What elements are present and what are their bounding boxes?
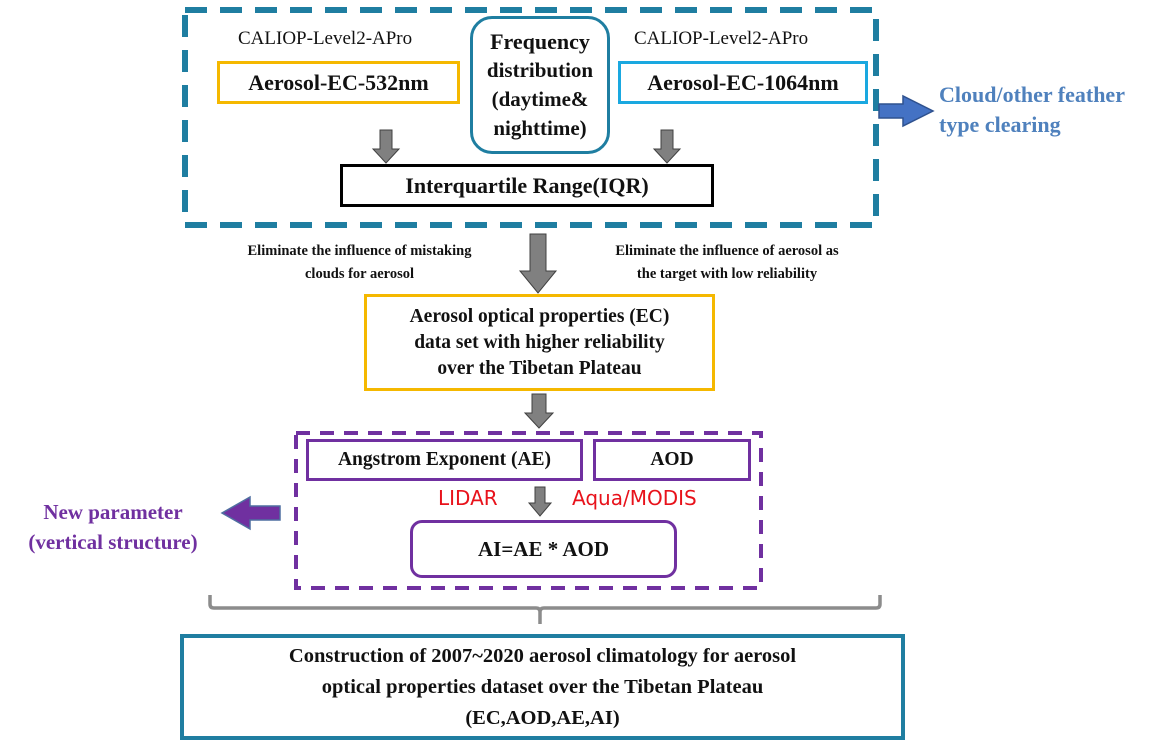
cloud-clearing-line: type clearing [939,112,1061,137]
arrow-down-icon [523,393,555,429]
arrow-down-icon [371,129,401,164]
arrow-down-icon [518,233,558,294]
dataset-line: Aerosol optical properties (EC) [409,305,670,327]
eliminate-right-line: Eliminate the influence of aerosol as [615,243,839,259]
aod-label: AOD [650,449,694,470]
final-construction-box: Construction of 2007~2020 aerosol climat… [180,634,905,740]
final-line: (EC,AOD,AE,AI) [465,706,620,729]
lidar-label: LIDAR [438,486,498,510]
new-parameter-line: New parameter [43,500,183,524]
aerosol-ec-1064-box: Aerosol-EC-1064nm [618,61,868,104]
arrow-right-icon [878,94,935,128]
arrow-down-icon [527,486,553,517]
angstrom-exponent-box: Angstrom Exponent (AE) [306,439,583,481]
aerosol-ec-532-box: Aerosol-EC-532nm [217,61,460,104]
eliminate-right-line: the target with low reliability [636,266,818,282]
arrow-left-icon [220,495,281,531]
aerosol-ec-1064-label: Aerosol-EC-1064nm [647,69,839,95]
frequency-line: nighttime) [493,116,587,140]
arrow-down-icon [652,129,682,164]
new-parameter-line: (vertical structure) [28,530,198,554]
dataset-line: data set with higher reliability [414,331,665,353]
ai-formula-box: AI=AE * AOD [410,520,677,578]
parameter-dashed-frame [294,431,763,590]
dataset-box: Aerosol optical properties (EC) data set… [364,294,715,391]
aerosol-ec-532-label: Aerosol-EC-532nm [248,69,429,95]
bracket-brace [208,595,882,624]
dataset-line: over the Tibetan Plateau [437,357,642,379]
angstrom-exponent-label: Angstrom Exponent (AE) [337,449,552,470]
frequency-line: distribution [486,58,594,82]
iqr-box: Interquartile Range(IQR) [340,164,714,207]
final-line: optical properties dataset over the Tibe… [321,675,764,698]
frequency-line: Frequency [490,29,590,54]
ai-formula-label: AI=AE * AOD [478,536,609,561]
source-label-right: CALIOP-Level2-APro [634,28,809,49]
final-line: Construction of 2007~2020 aerosol climat… [288,644,797,667]
frequency-distribution-box: Frequency distribution (daytime& nightti… [470,16,610,154]
eliminate-note-left: Eliminate the influence of mistaking clo… [203,240,516,286]
eliminate-note-right: Eliminate the influence of aerosol as th… [568,240,886,286]
aod-box: AOD [593,439,751,481]
new-parameter-note: New parameter (vertical structure) [8,497,218,557]
modis-label: Aqua/MODIS [572,486,697,510]
iqr-label: Interquartile Range(IQR) [405,172,649,198]
cloud-clearing-line: Cloud/other feather [939,82,1125,107]
cloud-clearing-note: Cloud/other feather type clearing [939,80,1125,140]
eliminate-left-line: Eliminate the influence of mistaking [247,243,472,259]
frequency-line: (daytime& [491,87,589,111]
eliminate-left-line: clouds for aerosol [304,266,415,282]
source-label-left: CALIOP-Level2-APro [238,28,413,49]
